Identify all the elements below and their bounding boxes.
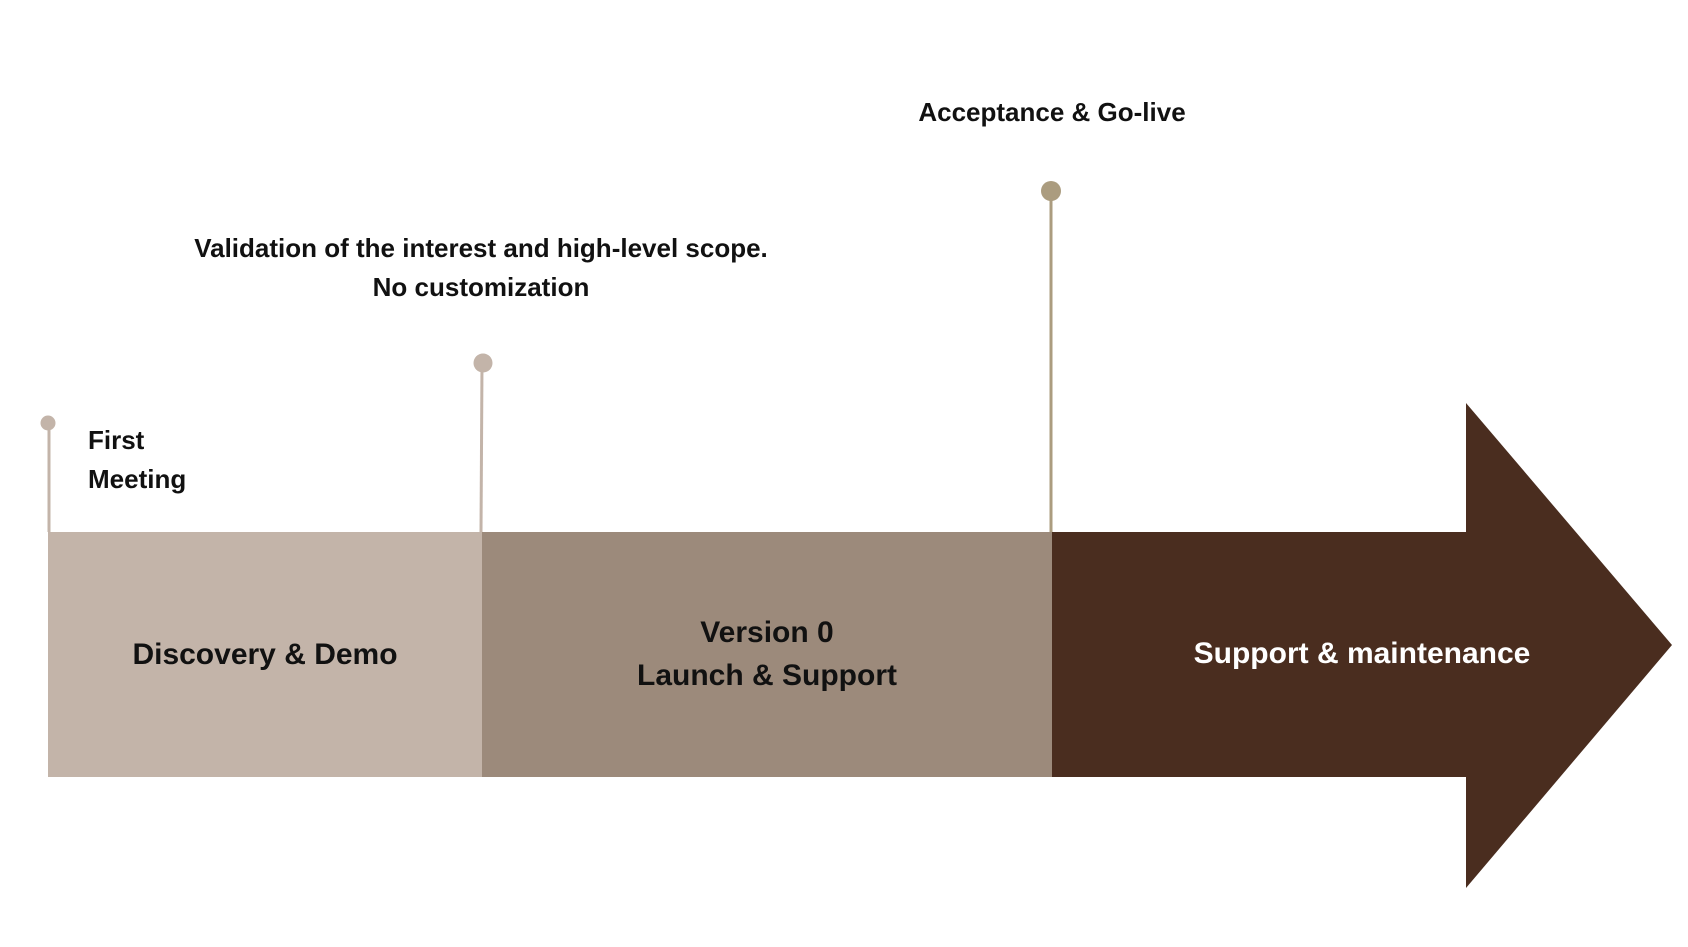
first-meeting-label: First Meeting [88, 421, 186, 499]
phase-discovery-block [48, 532, 482, 777]
first-meeting-marker [40, 415, 56, 532]
validation-marker [473, 353, 493, 533]
phase-support-label: Support & maintenance [1112, 632, 1612, 675]
phase-version0-line2: Launch & Support [637, 659, 897, 692]
acceptance-label: Acceptance & Go-live [852, 93, 1252, 132]
acceptance-marker [1041, 181, 1061, 532]
phase-version0-block [482, 532, 1052, 777]
phase-version0-label: Version 0 Launch & Support [482, 611, 1052, 697]
phase-version0-line1: Version 0 [700, 616, 834, 649]
phase-support-arrow [1052, 403, 1672, 888]
acceptance-label-text: Acceptance & Go-live [918, 97, 1186, 127]
validation-label: Validation of the interest and high-leve… [131, 229, 831, 307]
first-meeting-label-line1: First [88, 425, 145, 455]
validation-label-line2: No customization [372, 272, 590, 302]
phase-discovery-text: Discovery & Demo [132, 638, 398, 671]
phase-support-text: Support & maintenance [1193, 637, 1531, 670]
phase-discovery-label: Discovery & Demo [48, 633, 482, 676]
validation-label-line1: Validation of the interest and high-leve… [194, 233, 768, 263]
first-meeting-label-line2: Meeting [88, 464, 187, 494]
